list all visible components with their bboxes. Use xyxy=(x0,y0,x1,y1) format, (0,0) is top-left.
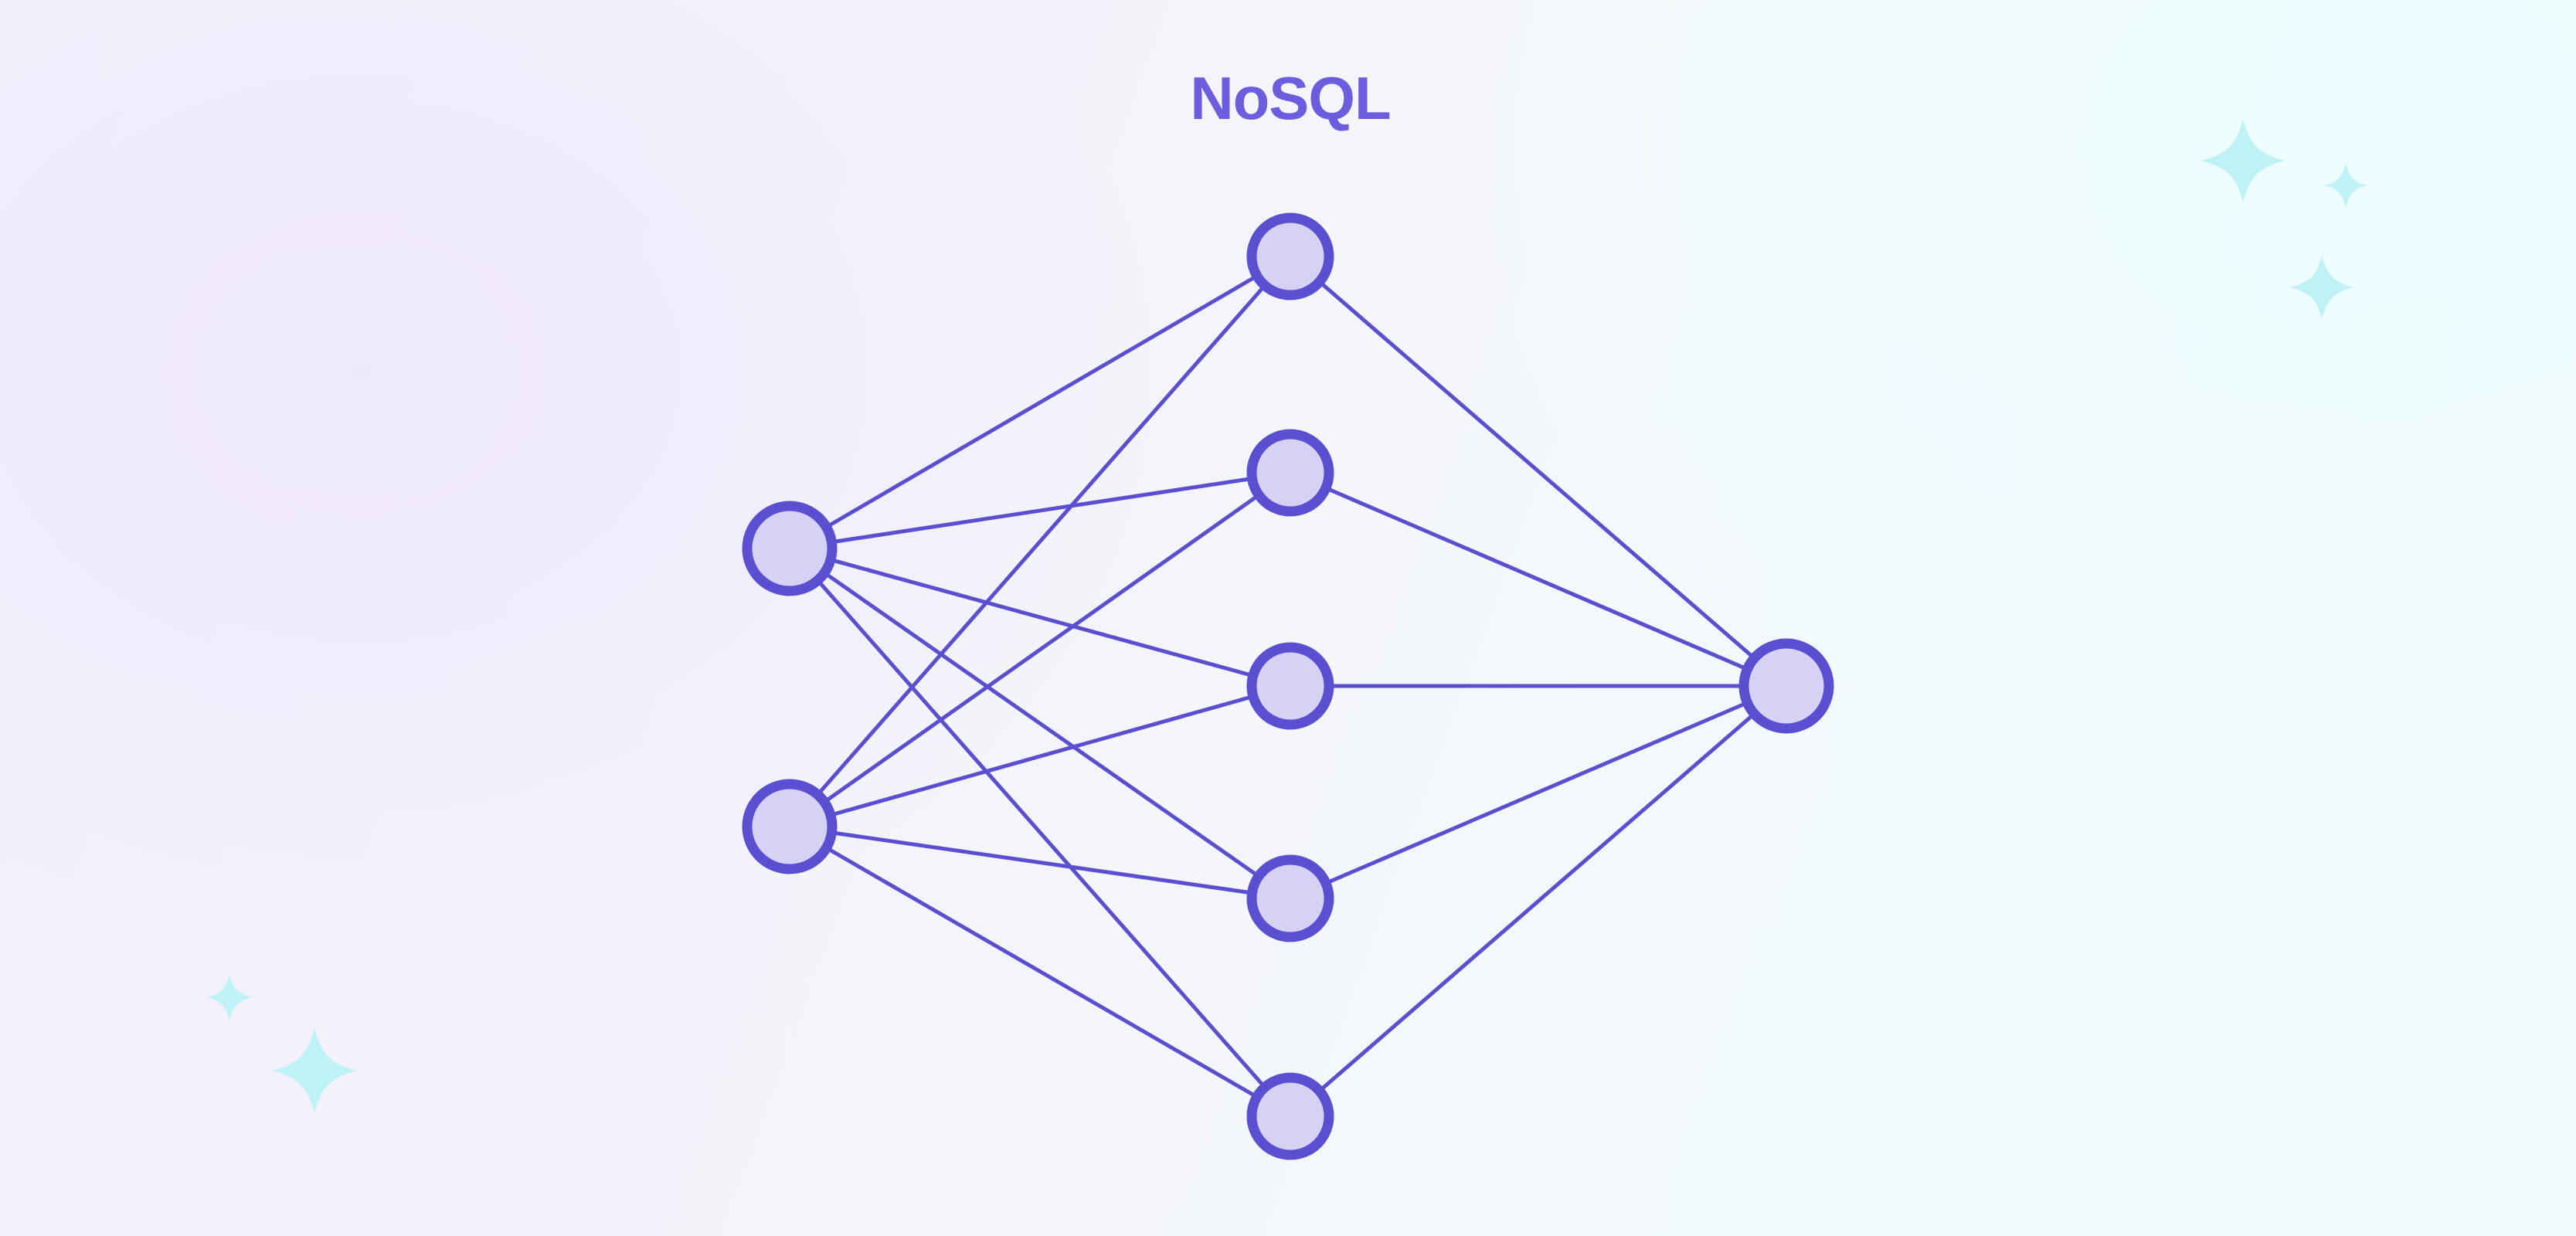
page-title: NoSQL xyxy=(1190,64,1391,132)
sparkle-bottom-left-large-icon xyxy=(272,1028,357,1113)
edge-i1-h5 xyxy=(787,546,1293,1119)
edge-i2-h2 xyxy=(787,470,1293,829)
edge-h5-o1 xyxy=(1288,684,1789,1119)
edge-i1-h3 xyxy=(787,546,1293,688)
node-i2[interactable] xyxy=(742,779,838,874)
edge-i2-h1 xyxy=(787,254,1293,829)
node-h3[interactable] xyxy=(1246,642,1334,730)
edge-i1-h1 xyxy=(787,254,1293,551)
edge-h4-o1 xyxy=(1288,684,1789,901)
sparkle-top-right-small-icon xyxy=(2324,164,2367,207)
node-o1[interactable] xyxy=(1738,638,1834,734)
sparkle-bottom-left-small-icon xyxy=(207,975,252,1020)
node-h1[interactable] xyxy=(1246,212,1334,301)
edge-h1-o1 xyxy=(1288,254,1789,688)
nodes-group xyxy=(742,212,1834,1160)
node-h4[interactable] xyxy=(1246,854,1334,942)
edge-i2-h4 xyxy=(787,824,1293,901)
node-i1[interactable] xyxy=(742,501,838,596)
edge-i2-h5 xyxy=(787,824,1293,1119)
edge-h2-o1 xyxy=(1288,470,1789,688)
edges-group xyxy=(787,254,1789,1119)
sparkle-top-right-mid-icon xyxy=(2290,256,2353,319)
node-h5[interactable] xyxy=(1246,1072,1334,1160)
edge-i1-h4 xyxy=(787,546,1293,901)
sparkles-group xyxy=(207,119,2367,1113)
page-title-wrapper: NoSQL xyxy=(1190,64,1391,132)
edge-i1-h2 xyxy=(787,470,1293,551)
edge-i2-h3 xyxy=(787,684,1293,829)
node-h2[interactable] xyxy=(1246,429,1334,517)
sparkle-top-right-large-icon xyxy=(2201,119,2285,202)
